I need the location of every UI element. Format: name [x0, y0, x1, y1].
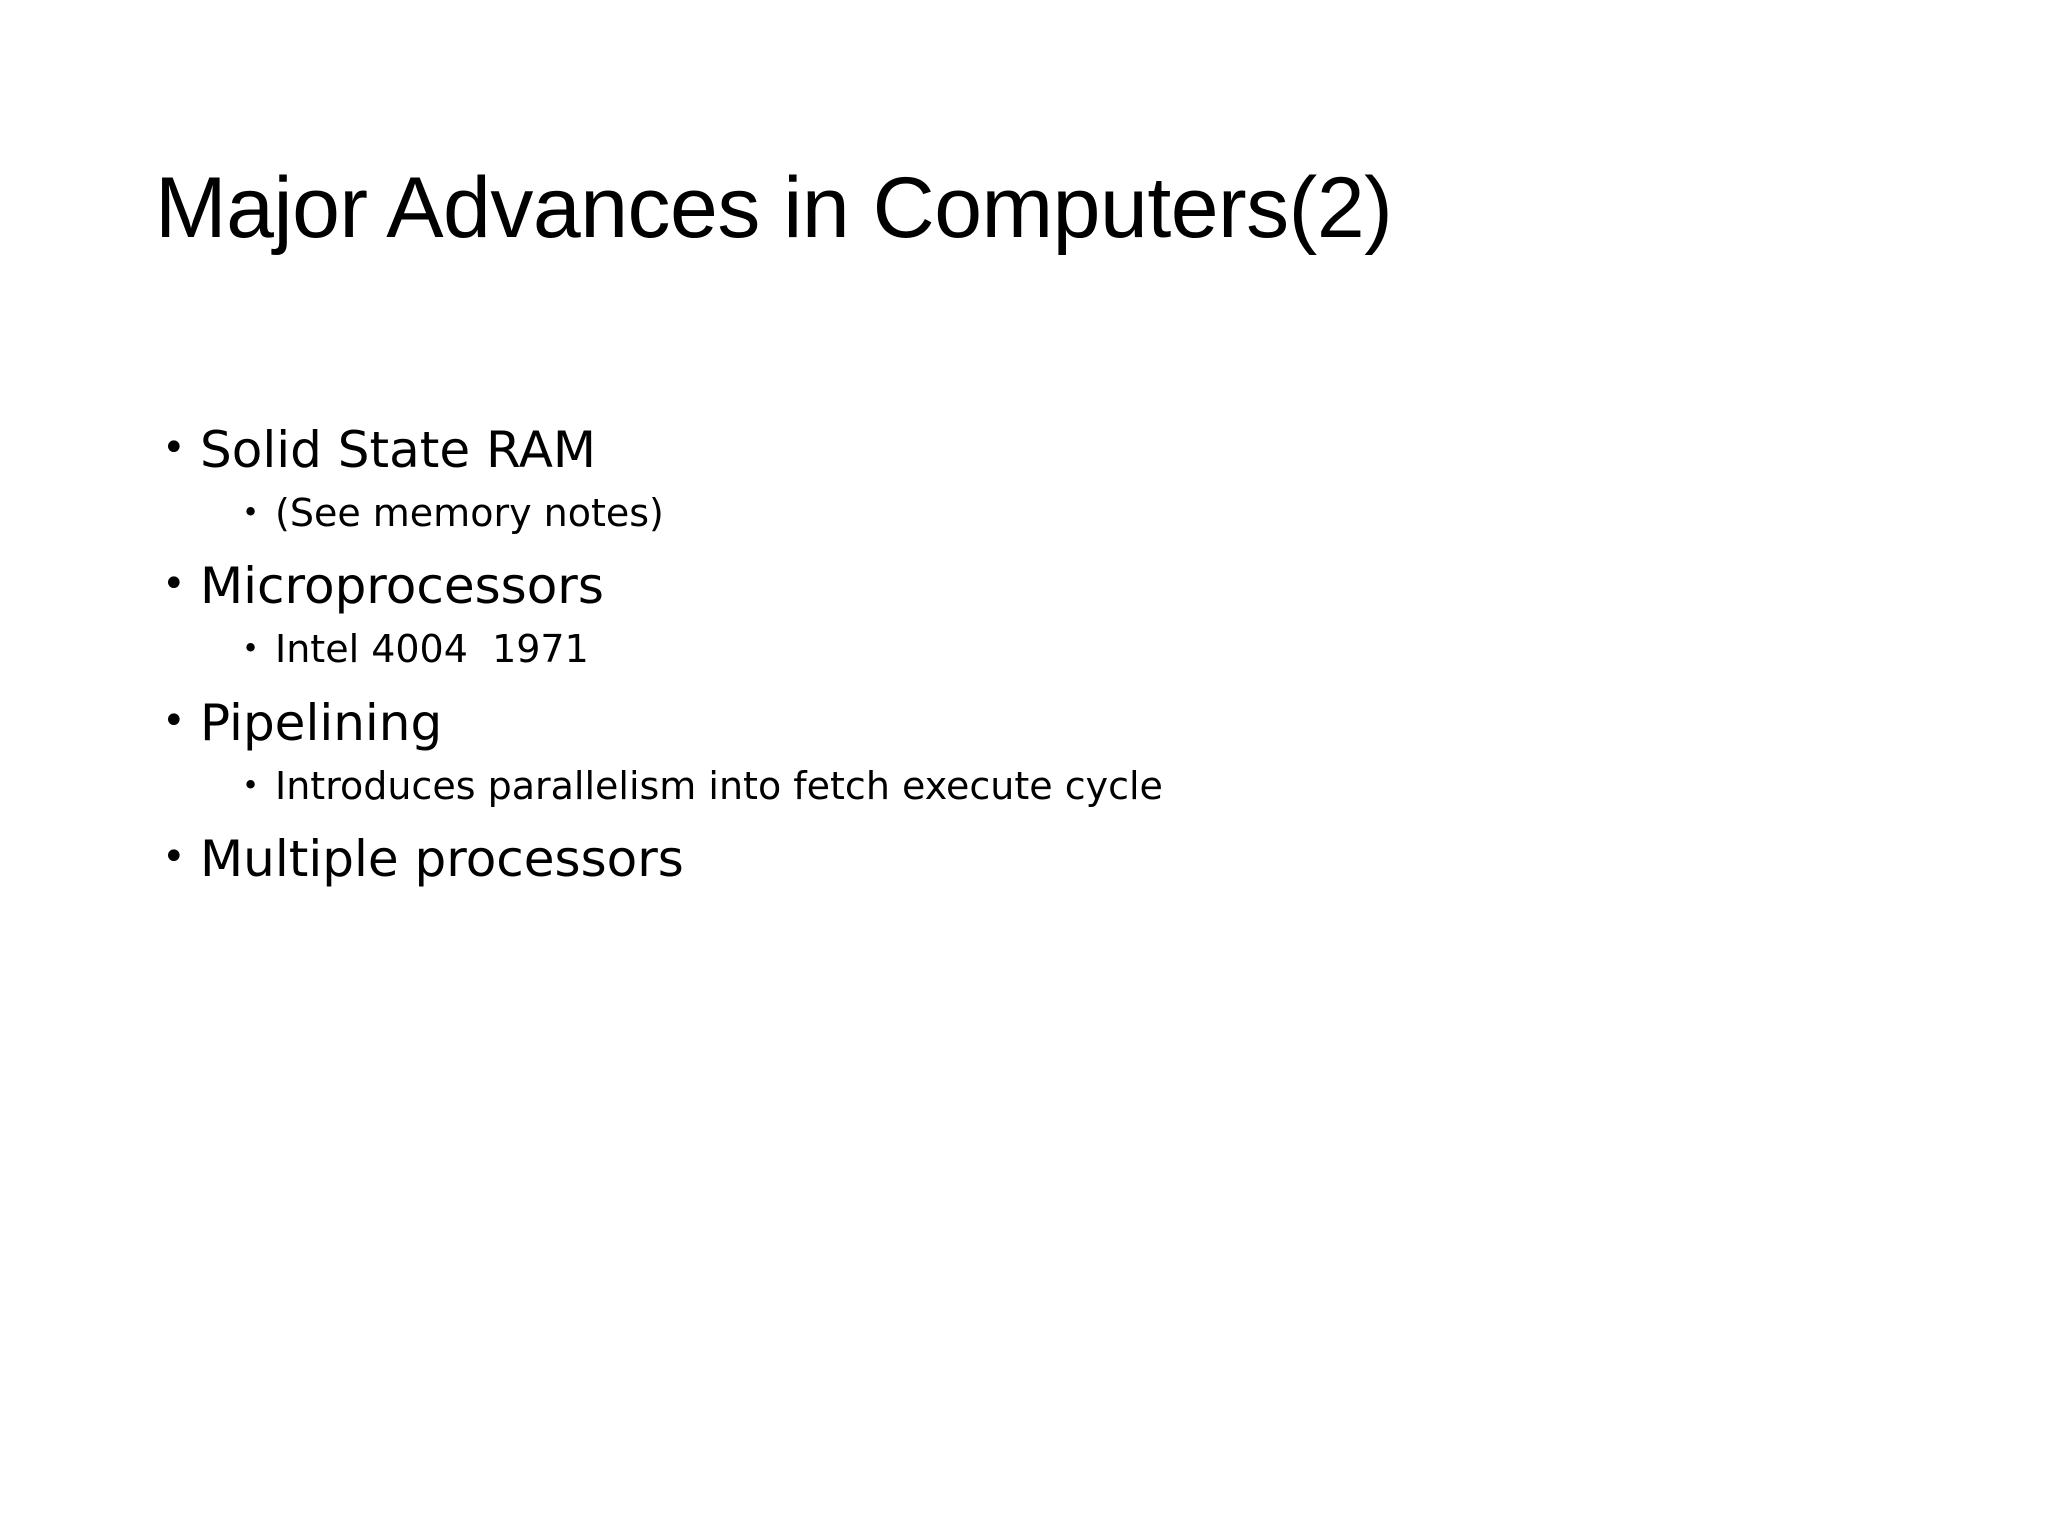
slide-body-list: • Solid State RAM • (See memory notes) •…: [150, 420, 1930, 891]
bullet-point-icon: •: [162, 697, 186, 744]
list-item-label: Introduces parallelism into fetch execut…: [275, 763, 1163, 808]
list-item: • Microprocessors: [150, 556, 1930, 616]
slide-title: Major Advances in Computers(2): [155, 160, 1393, 256]
bullet-point-icon: •: [242, 767, 260, 802]
bullet-group: • Microprocessors • Intel 4004 1971: [150, 556, 1930, 672]
list-item-label: (See memory notes): [275, 491, 664, 535]
bullet-point-icon: •: [162, 561, 186, 608]
list-item-label: Solid State RAM: [200, 421, 597, 479]
bullet-point-icon: •: [242, 631, 260, 666]
bullet-group: • Pipelining • Introduces parallelism in…: [150, 693, 1930, 809]
list-item: • Solid State RAM: [150, 420, 1930, 480]
list-item: • (See memory notes): [150, 490, 1930, 536]
bullet-group: • Solid State RAM • (See memory notes): [150, 420, 1930, 536]
list-item-label: Multiple processors: [200, 830, 684, 889]
list-item-label: Pipelining: [200, 693, 443, 752]
list-item: • Pipelining: [150, 693, 1930, 753]
list-item-label: Intel 4004 1971: [275, 627, 589, 672]
bullet-point-icon: •: [162, 425, 186, 471]
list-item: • Intel 4004 1971: [150, 626, 1930, 672]
list-item: • Multiple processors: [150, 829, 1930, 889]
bullet-group: • Multiple processors: [150, 829, 1930, 889]
bullet-point-icon: •: [242, 495, 260, 529]
bullet-point-icon: •: [162, 834, 186, 881]
list-item: • Introduces parallelism into fetch exec…: [150, 763, 1930, 809]
list-item-label: Microprocessors: [200, 557, 604, 616]
